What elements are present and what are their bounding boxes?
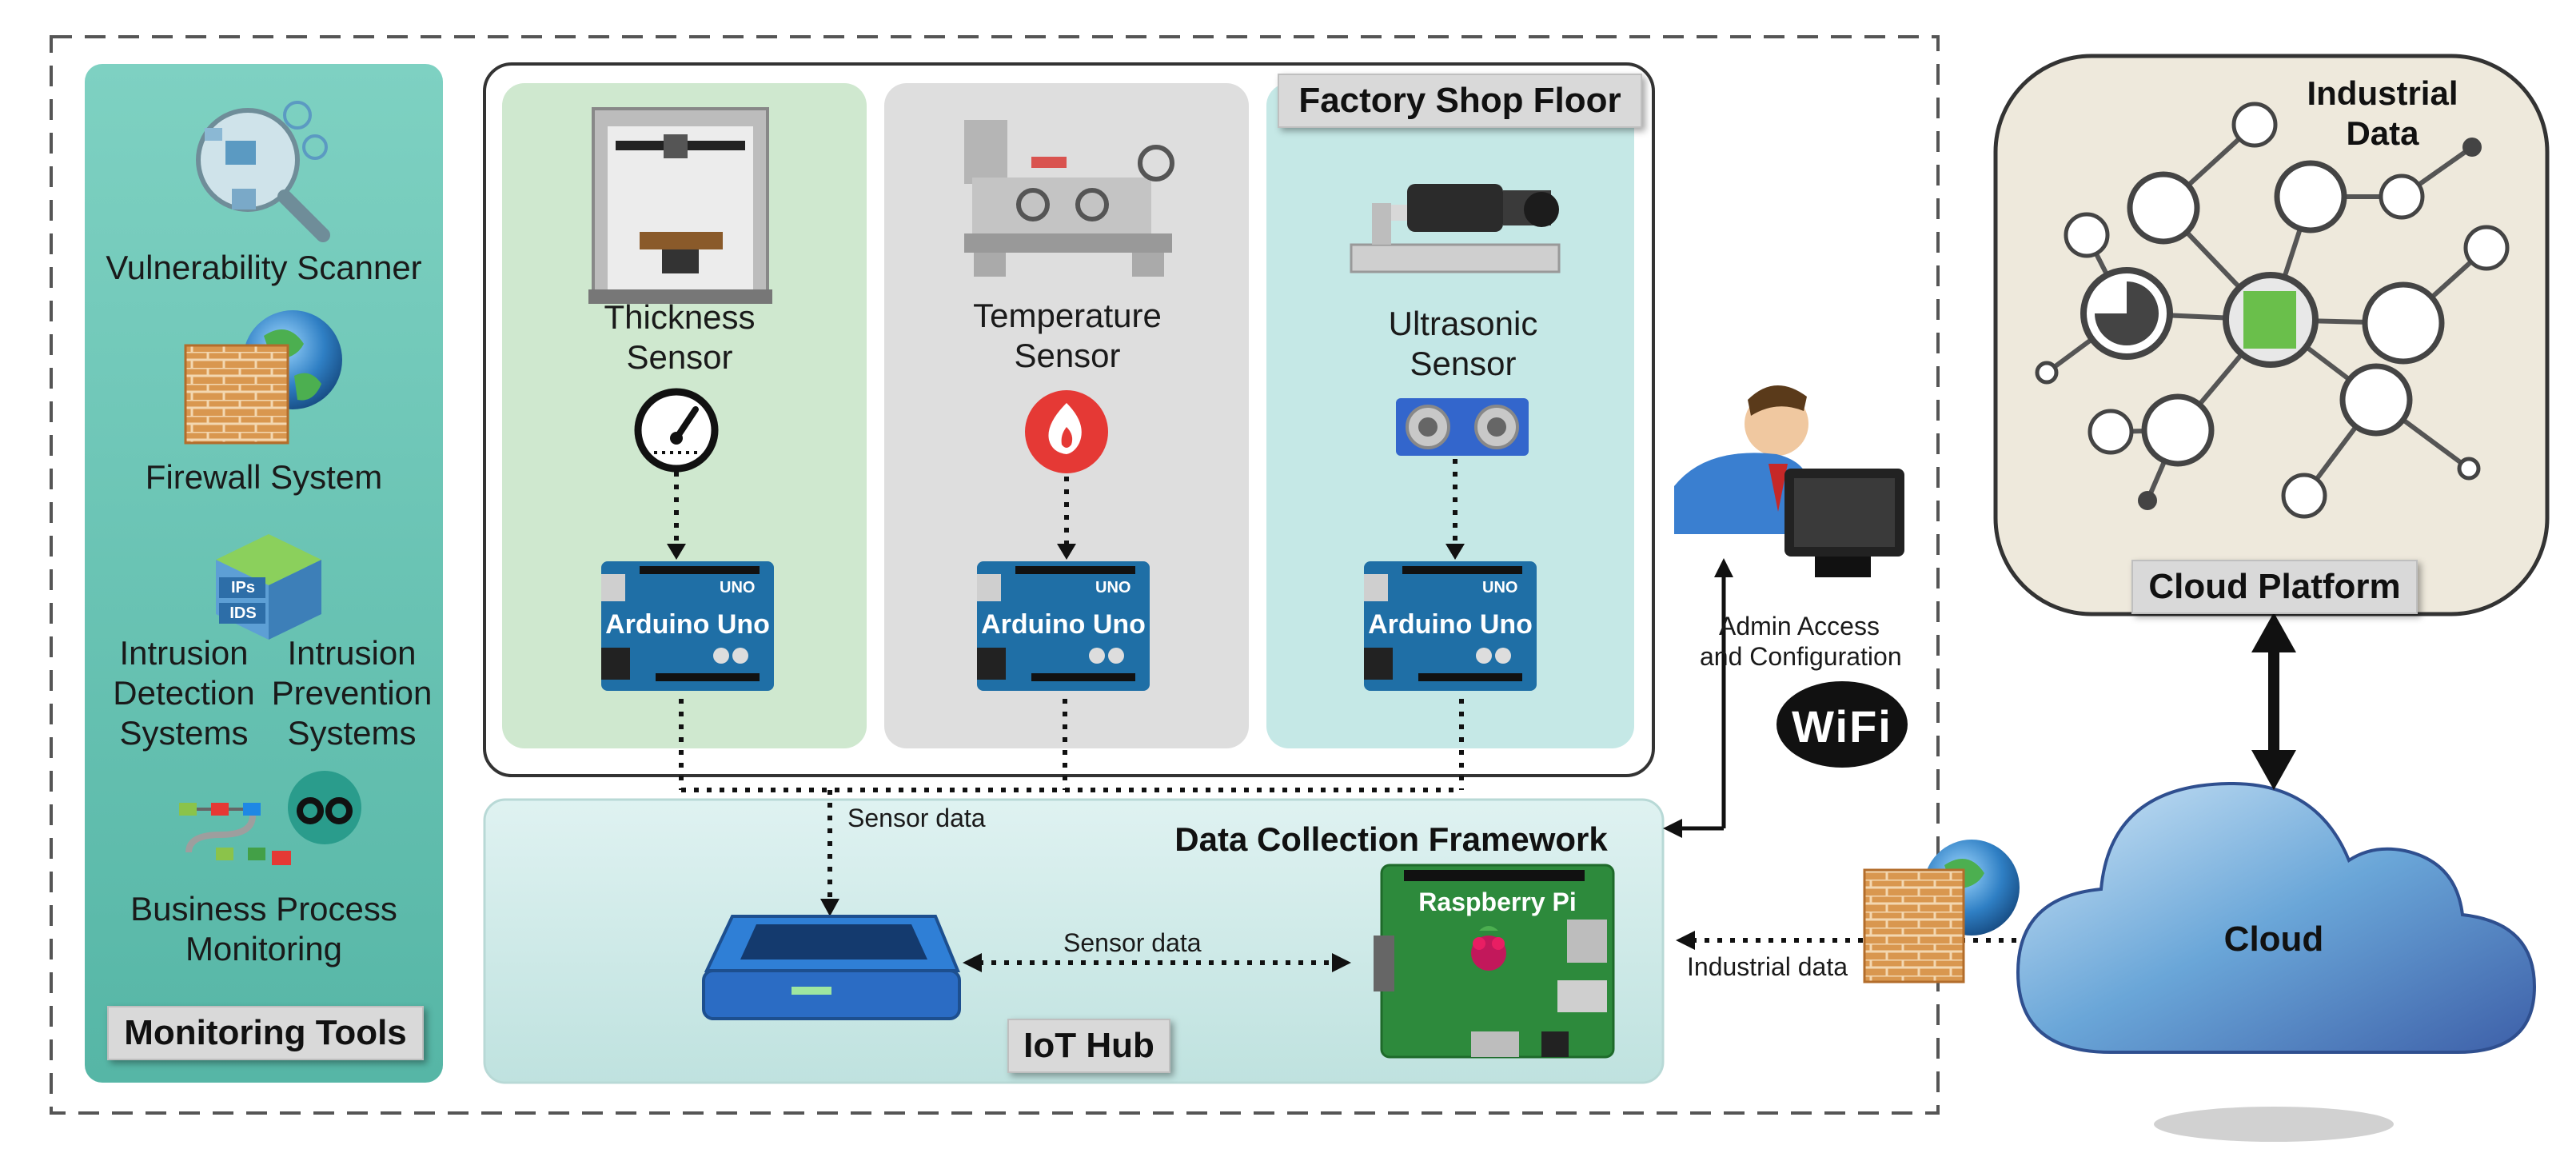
- 3d-printer-icon: [588, 107, 772, 304]
- ultrasonic-line-2: Sensor: [1410, 345, 1517, 382]
- outer-boundary: [50, 35, 1940, 1115]
- thickness-line-1: Thickness: [604, 298, 756, 336]
- sensor-arduino-links: [674, 459, 1457, 545]
- ips-tag: IPs: [230, 579, 256, 596]
- admin-line-1: Admin Access: [1719, 612, 1880, 640]
- ids-tag: IDS: [229, 604, 257, 622]
- ids-ips-icon: [216, 534, 321, 640]
- bus-to-hub-arrowhead: [820, 899, 839, 916]
- bpm-label: Business Process Monitoring: [88, 889, 440, 969]
- wifi-label: WiFi: [1792, 701, 1892, 752]
- admin-arrowhead-up: [1714, 558, 1733, 577]
- industrial-data-line-2: Data: [2346, 114, 2419, 152]
- firewall-icon: [184, 310, 342, 445]
- cloud-label: Cloud: [2223, 920, 2324, 959]
- monitoring-tools-title: Monitoring Tools: [107, 1006, 424, 1060]
- gauge-icon: [634, 388, 719, 473]
- hub-arrowhead: [963, 953, 982, 972]
- ultrasonic-line-1: Ultrasonic: [1388, 305, 1538, 342]
- cloud-firewall-icon: [1863, 840, 2020, 983]
- ips-label-line-1: Intrusion: [287, 634, 417, 672]
- arduino-board-1: [601, 561, 774, 691]
- ultrasonic-sensor-icon: [1396, 398, 1529, 456]
- admin-workstation-icon: [1674, 385, 1904, 577]
- iot-hub-title: IoT Hub: [1007, 1019, 1170, 1073]
- arduino-label-3: Arduino Uno: [1368, 609, 1533, 640]
- admin-access-label: Admin Access and Configuration: [1700, 611, 1959, 672]
- industrial-data-network: [2035, 102, 2510, 519]
- arduino-bus-links: [679, 699, 1464, 900]
- admin-line-2: and Configuration: [1700, 642, 1902, 671]
- arduino-label-1: Arduino Uno: [605, 609, 770, 640]
- thickness-line-2: Sensor: [626, 338, 733, 376]
- industrial-data-label: Industrial data: [1687, 952, 1848, 981]
- raspberry-pi-board: [1374, 864, 1615, 1059]
- cloud-platform-title: Cloud Platform: [2131, 560, 2418, 614]
- ids-label-line-1: Intrusion: [119, 634, 249, 672]
- ids-label: Intrusion Detection Systems: [96, 633, 272, 753]
- factory-shop-floor-title: Factory Shop Floor: [1278, 74, 1642, 128]
- fire-icon: [1025, 390, 1108, 473]
- ids-label-line-2: Detection: [113, 674, 255, 712]
- thickness-sensor-label: Thickness Sensor: [560, 297, 800, 377]
- platform-arrowhead-down: [2251, 750, 2296, 790]
- industrial-data-title: Industrial Data: [2287, 74, 2478, 154]
- iot-router-icon: [702, 915, 961, 1020]
- lathe-machine-icon: [964, 120, 1174, 277]
- ids-label-line-3: Systems: [119, 714, 249, 752]
- temperature-line-2: Sensor: [1014, 337, 1121, 374]
- industrial-data-line-1: Industrial: [2307, 74, 2458, 112]
- industrial-left-arrowhead: [1676, 931, 1695, 950]
- bpm-label-line-2: Monitoring: [185, 930, 343, 967]
- ips-label-line-2: Prevention: [271, 674, 433, 712]
- vulnerability-scanner-label: Vulnerability Scanner: [106, 249, 422, 286]
- platform-arrowhead-up: [2251, 612, 2296, 652]
- sensor-data-label-2: Sensor data: [1063, 928, 1202, 957]
- ips-label: Intrusion Prevention Systems: [264, 633, 440, 753]
- admin-arrowhead-left: [1663, 819, 1682, 838]
- firewall-system-label: Firewall System: [145, 458, 383, 496]
- arduino-label-2: Arduino Uno: [981, 609, 1146, 640]
- uno-tag-1: UNO: [720, 579, 756, 596]
- vulnerability-scanner-icon: [196, 101, 330, 242]
- ultrasonic-machine-icon: [1350, 184, 1561, 273]
- dcf-title: Data Collection Framework: [1174, 820, 1608, 858]
- wifi-badge: [1776, 681, 1908, 768]
- sensor-data-label-1: Sensor data: [847, 804, 986, 832]
- ips-label-line-3: Systems: [287, 714, 417, 752]
- uno-tag-2: UNO: [1095, 579, 1131, 596]
- business-process-icon: [179, 771, 361, 865]
- ultrasonic-sensor-label: Ultrasonic Sensor: [1343, 304, 1583, 384]
- uno-tag-3: UNO: [1482, 579, 1518, 596]
- cloud-icon: [2016, 781, 2537, 1142]
- temperature-sensor-label: Temperature Sensor: [943, 296, 1191, 376]
- temperature-line-1: Temperature: [973, 297, 1162, 334]
- sensor-arduino-arrowheads: [667, 544, 1465, 560]
- bpm-label-line-1: Business Process: [130, 890, 397, 928]
- raspberry-arrowhead: [1332, 953, 1351, 972]
- raspberry-pi-label: Raspberry Pi: [1418, 888, 1577, 916]
- arduino-board-2: [977, 561, 1150, 691]
- arduino-board-3: [1364, 561, 1537, 691]
